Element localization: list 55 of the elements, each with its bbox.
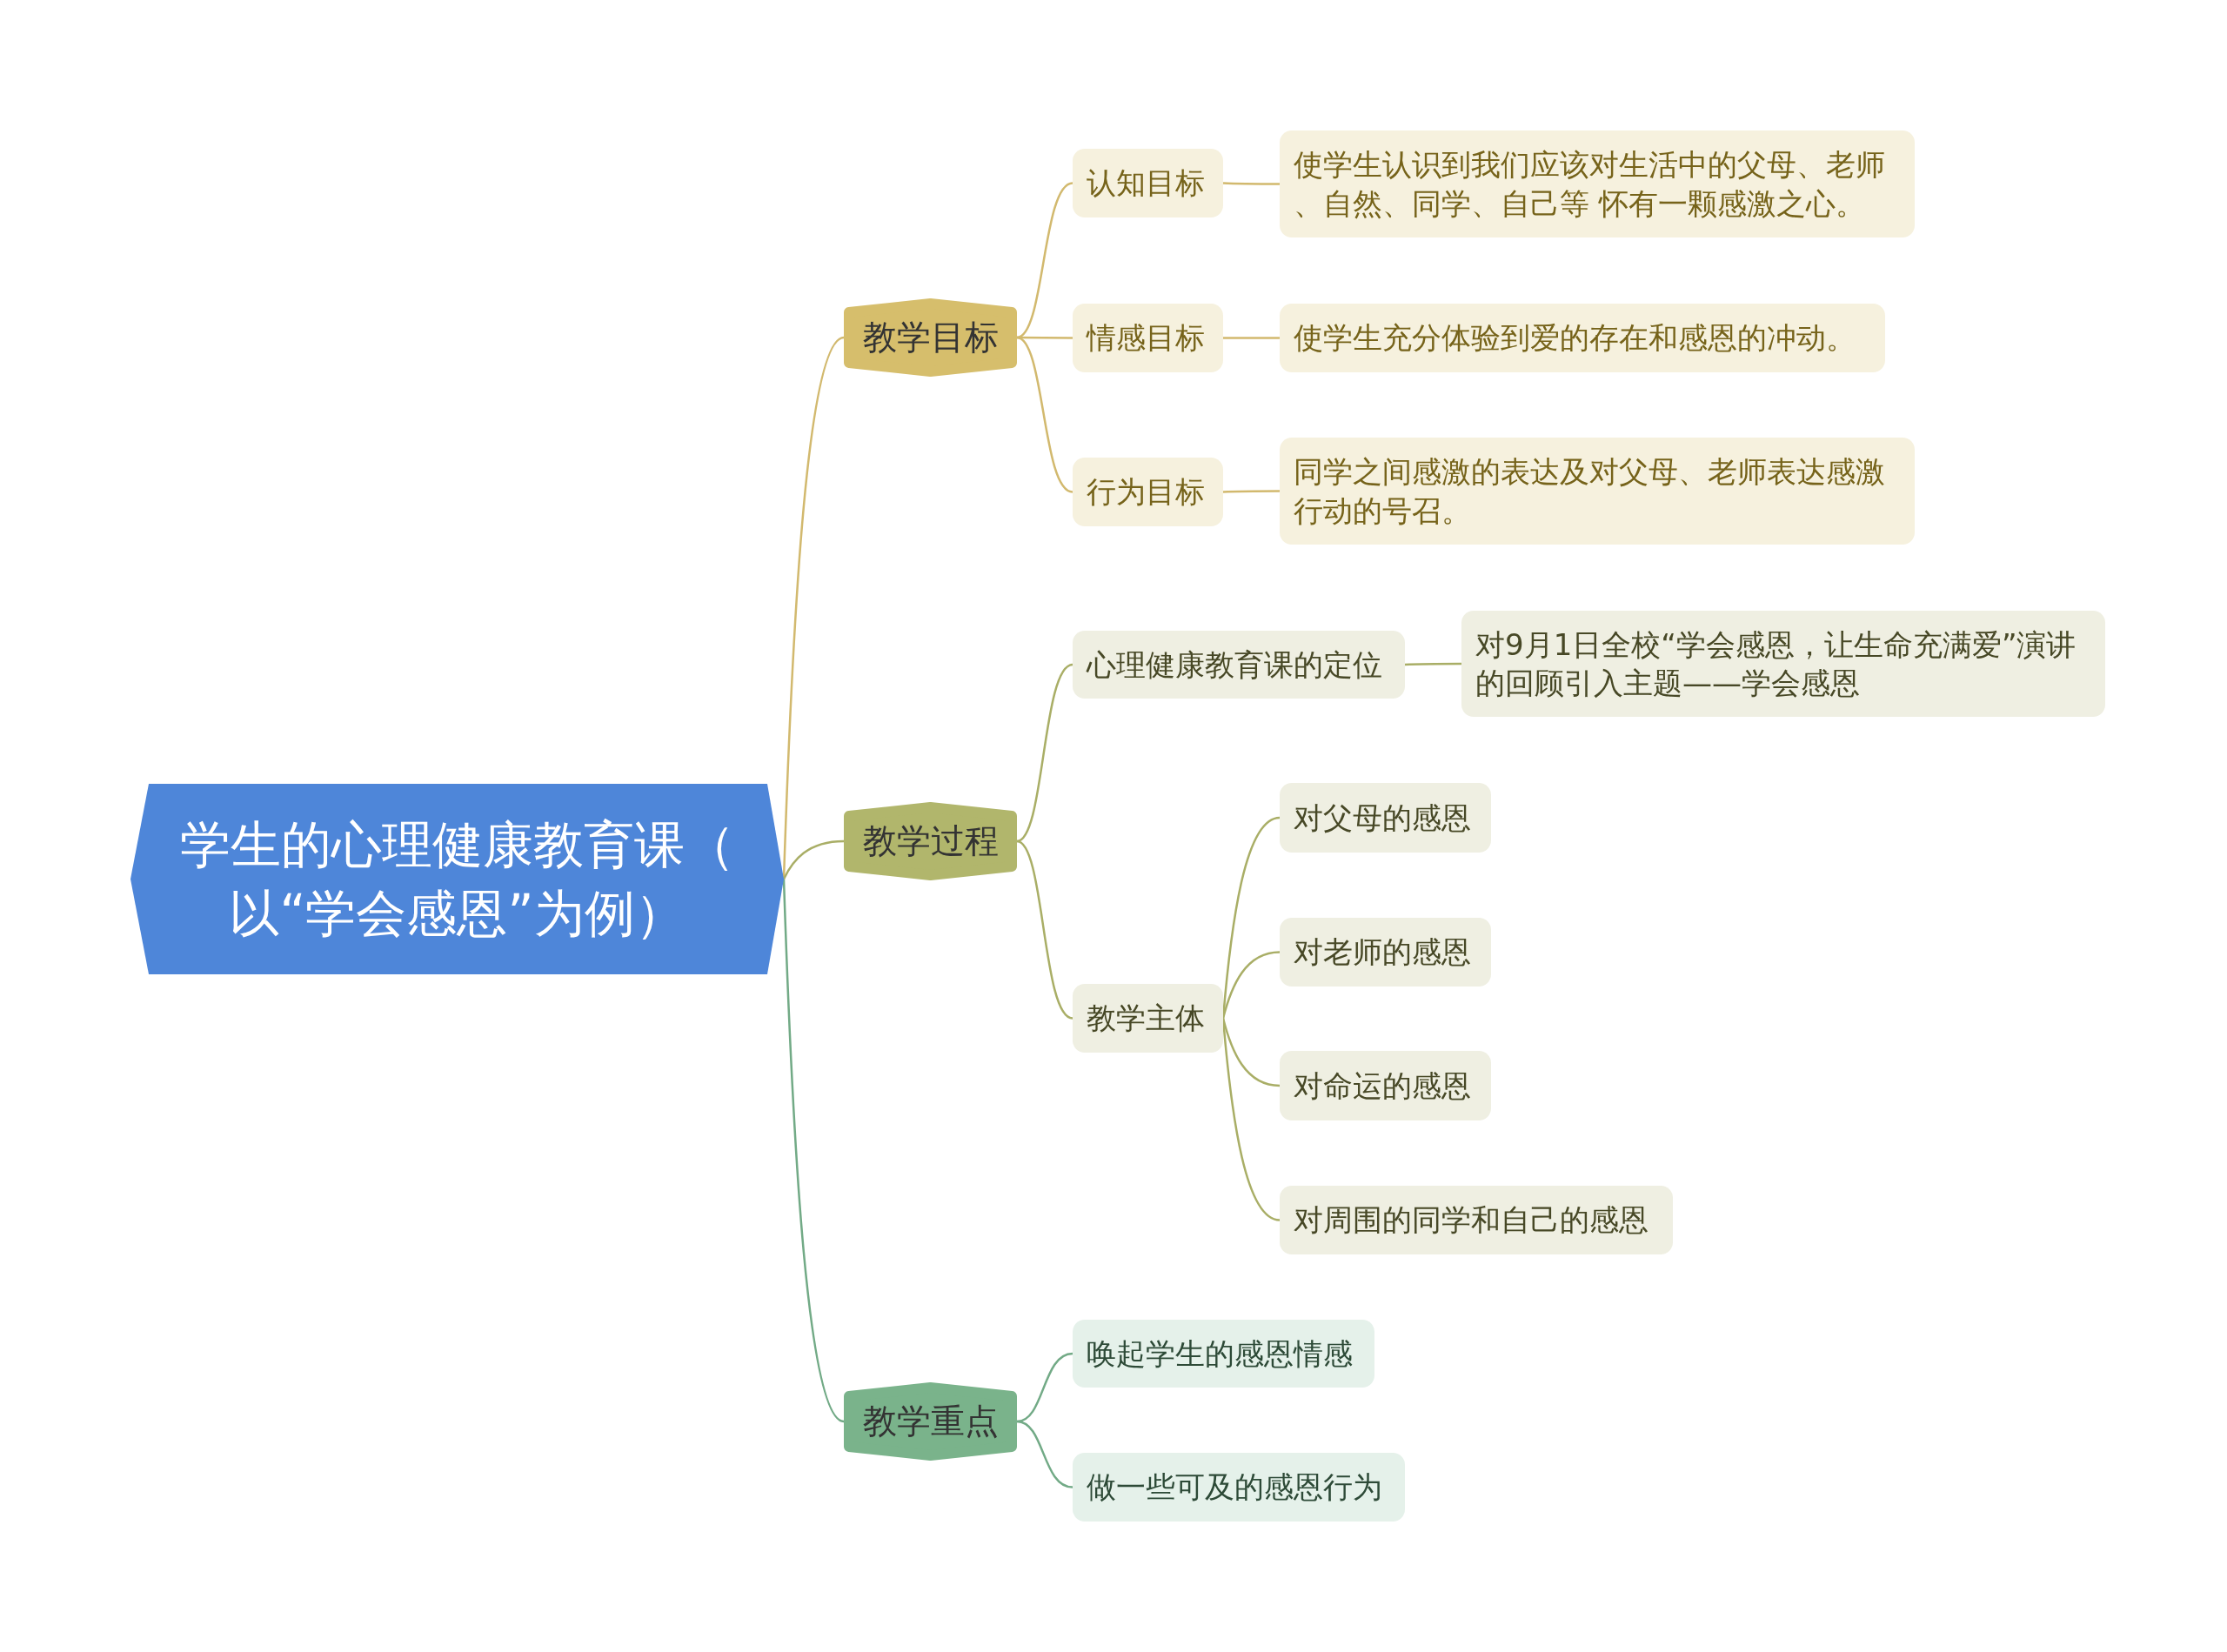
- branch-line: [1016, 336, 1073, 493]
- subtopic-node: [1461, 611, 2105, 717]
- branch-line: [1016, 663, 1073, 843]
- subtopic-label: 对命运的感恩: [1294, 1067, 1471, 1105]
- branch-line: [1222, 490, 1280, 493]
- branch-line: [1222, 182, 1280, 185]
- subtopic-label: 对周围的同学和自己的感恩: [1294, 1201, 1649, 1240]
- subtopic-label: 使学生充分体验到爱的存在和感恩的冲动。: [1294, 319, 1856, 358]
- subtopic-node: [1073, 984, 1223, 1053]
- branch-topic-label: 教学过程: [862, 819, 999, 862]
- branch-topic-label: 教学目标: [862, 316, 999, 358]
- branch-line: [1221, 1018, 1281, 1221]
- subtopic-node: [1073, 304, 1223, 372]
- subtopic-node: [1280, 438, 1915, 545]
- subtopic-label: 使学生认识到我们应该对生活中的父母、老师、自然、同学、自己等 怀有一颗感激之心。: [1294, 146, 1886, 223]
- subtopic-label: 认知目标: [1087, 164, 1205, 203]
- subtopic-node: [1073, 1453, 1405, 1522]
- subtopic-label: 对老师的感恩: [1294, 933, 1471, 972]
- branch-line: [1221, 1018, 1281, 1087]
- subtopic-label: 行为目标: [1087, 473, 1205, 512]
- branch-line: [782, 336, 845, 880]
- subtopic-node: [1280, 918, 1491, 987]
- branch-line: [1017, 336, 1073, 339]
- branch-line: [1404, 662, 1461, 666]
- subtopic-node: [1280, 1186, 1673, 1254]
- subtopic-node: [1280, 1051, 1491, 1120]
- branch-topic-label: 教学重点: [862, 1400, 999, 1442]
- subtopic-label: 对父母的感恩: [1294, 799, 1471, 837]
- central-topic: [130, 784, 784, 974]
- subtopic-node: [1280, 304, 1885, 372]
- subtopic-node: [1073, 631, 1405, 699]
- subtopic-label: 情感目标: [1087, 319, 1205, 358]
- subtopic-label: 教学主体: [1087, 1000, 1205, 1038]
- branch-topic: [844, 298, 1017, 377]
- central-topic-title: 学生的心理健康教育课（以“学会感恩”为例）: [178, 814, 736, 945]
- branch-line: [1016, 182, 1073, 339]
- branch-line: [1016, 1420, 1073, 1488]
- subtopic-label: 做一些可及的感恩行为: [1087, 1468, 1382, 1507]
- branch-line: [1223, 337, 1280, 339]
- subtopic-label: 同学之间感激的表达及对父母、老师表达感激行动的号召。: [1294, 453, 1886, 530]
- subtopic-label: 对9月1日全校“学会感恩，让生命充满爱”演讲的回顾引入主题——学会感恩: [1475, 625, 2077, 702]
- subtopic-node: [1280, 783, 1491, 853]
- branch-topic: [844, 1382, 1017, 1461]
- branch-line: [1016, 839, 1073, 1020]
- subtopic-label: 心理健康教育课的定位: [1087, 645, 1382, 684]
- branch-line: [1016, 1352, 1073, 1423]
- subtopic-node: [1073, 1320, 1374, 1388]
- branch-line: [1221, 951, 1281, 1019]
- branch-line: [782, 839, 845, 880]
- branch-line: [782, 879, 845, 1423]
- subtopic-node: [1073, 149, 1223, 217]
- branch-topic: [844, 802, 1017, 880]
- subtopic-node: [1073, 458, 1223, 526]
- subtopic-node: [1280, 130, 1915, 237]
- subtopic-label: 唤起学生的感恩情感: [1087, 1334, 1353, 1373]
